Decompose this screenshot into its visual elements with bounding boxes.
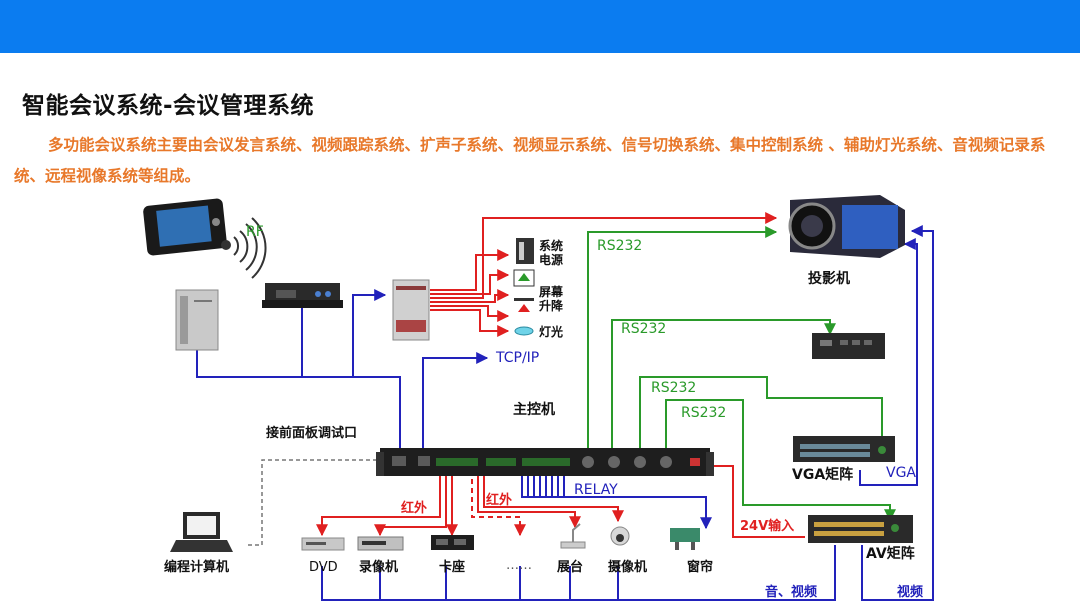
rf-receiver-icon bbox=[262, 283, 343, 308]
red-connections bbox=[316, 212, 805, 538]
rf-label: RF bbox=[246, 224, 264, 240]
screen-lift-label-2: 升降 bbox=[539, 298, 564, 313]
wall-module-icon bbox=[175, 289, 219, 351]
programming-pc-label: 编程计算机 bbox=[164, 559, 229, 575]
relay-label: RELAY bbox=[574, 482, 618, 498]
camera-icon bbox=[610, 526, 630, 546]
main-controller-label: 主控机 bbox=[513, 401, 555, 418]
rs232-label-4: RS232 bbox=[681, 405, 726, 421]
power-system-label-1: 系统 bbox=[539, 238, 563, 253]
curtain-controller-icon bbox=[670, 528, 700, 550]
ir-label-2: 红外 bbox=[486, 492, 512, 508]
front-panel-label: 接前面板调试口 bbox=[266, 425, 357, 441]
vcr-icon bbox=[357, 536, 404, 551]
header-bar bbox=[0, 0, 1080, 53]
computer-icon bbox=[170, 512, 233, 552]
screen-lift-icon bbox=[513, 269, 535, 312]
green-connections bbox=[587, 226, 896, 522]
vga-distributor-icon bbox=[812, 333, 885, 359]
curtain-label: 窗帘 bbox=[687, 559, 713, 575]
lamp-icon bbox=[514, 326, 534, 336]
tcp-ip-label: TCP/IP bbox=[495, 350, 539, 366]
camera-label: 摄像机 bbox=[608, 559, 647, 575]
main-controller-icon bbox=[376, 448, 714, 476]
page-description: 多功能会议系统主要由会议发言系统、视频跟踪系统、扩声子系统、视频显示系统、信号切… bbox=[14, 136, 1046, 185]
video-label: 视频 bbox=[897, 584, 923, 600]
projector-icon bbox=[788, 195, 905, 258]
touch-panel-icon bbox=[143, 198, 227, 256]
vga-matrix-label: VGA矩阵 bbox=[792, 466, 853, 483]
av-matrix-icon bbox=[808, 515, 913, 543]
document-camera-icon bbox=[560, 523, 586, 549]
rf-waves-icon bbox=[221, 217, 267, 279]
power-system-label-2: 电源 bbox=[539, 252, 563, 267]
rs232-label-3: RS232 bbox=[651, 380, 696, 396]
ir-label-1: 红外 bbox=[401, 500, 427, 516]
page-title: 智能会议系统-会议管理系统 bbox=[22, 93, 315, 119]
system-power-icon bbox=[516, 238, 534, 264]
ellipsis-label: …… bbox=[506, 558, 532, 573]
power-24v-label: 24V输入 bbox=[740, 518, 794, 534]
screen-lift-label-1: 屏幕 bbox=[538, 284, 564, 299]
booth-label: 展台 bbox=[557, 559, 583, 575]
cassette-label: 卡座 bbox=[439, 559, 465, 575]
dvd-player-icon bbox=[301, 537, 345, 551]
blue-connections bbox=[196, 225, 934, 601]
front-panel-link bbox=[248, 459, 384, 546]
vga-label: VGA bbox=[886, 465, 916, 481]
av-matrix-label: AV矩阵 bbox=[866, 545, 915, 562]
rs232-label-1: RS232 bbox=[597, 238, 642, 254]
dvd-label: DVD bbox=[309, 560, 338, 575]
cassette-deck-icon bbox=[431, 535, 474, 550]
audio-video-label: 音、视频 bbox=[765, 584, 817, 600]
power-relay-box-icon bbox=[392, 279, 430, 341]
lighting-label: 灯光 bbox=[539, 324, 563, 339]
vga-matrix-icon bbox=[793, 436, 895, 462]
projector-label: 投影机 bbox=[808, 270, 850, 287]
rs232-label-2: RS232 bbox=[621, 321, 666, 337]
vcr-label: 录像机 bbox=[359, 559, 398, 575]
diagram-labels: TCP/IP RS232 RS232 RS232 RS232 RELAY 接前面… bbox=[164, 238, 923, 600]
